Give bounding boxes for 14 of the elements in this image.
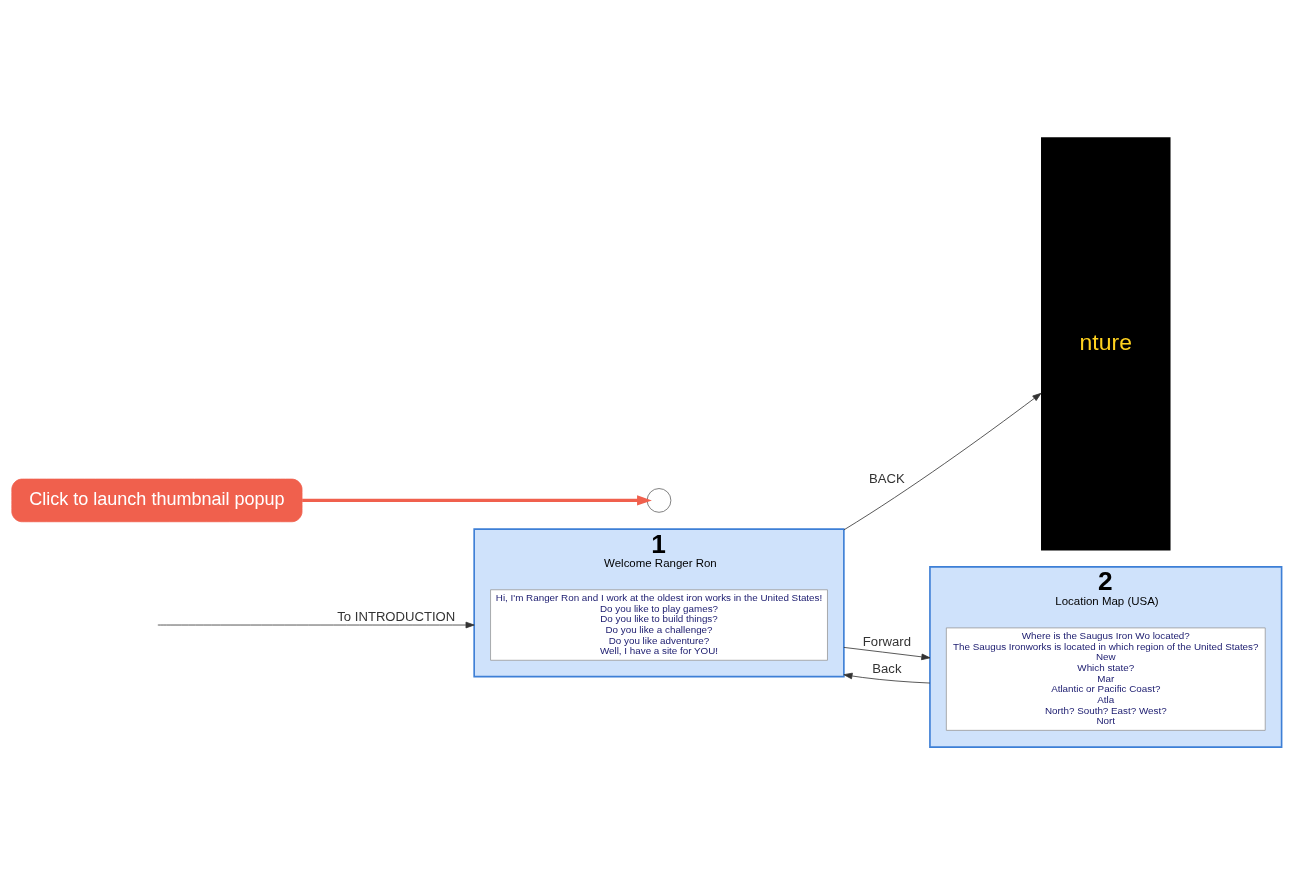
arrow <box>157 621 475 628</box>
arrow <box>843 392 1042 530</box>
node-circle <box>646 487 672 513</box>
node-box: nture <box>1041 136 1171 550</box>
arrow <box>302 494 652 506</box>
node-box: Hi, I'm Ranger Ron and I work at the oldest iron works in the United States! Do you like to play games? Do you like to build things? Do you like a challenge? Do you like adventure? Well, I have a site for YOU! <box>490 588 828 661</box>
edge-label: Forward <box>862 633 911 649</box>
arrow <box>843 672 931 683</box>
node-box: Click to launch thumbnail popup <box>11 478 303 522</box>
edge-label: To INTRODUCTION <box>337 608 456 624</box>
arrow <box>843 646 931 660</box>
edge-label: Back <box>872 660 902 676</box>
edge-label: BACK <box>869 470 905 486</box>
node-box: Where is the Saugus Iron Wo located? The Saugus Ironworks is located in which region of the United States? New Which state? Mar Atlantic or Pacific Coast? Atla North? South? East? West? Nort <box>945 627 1266 731</box>
